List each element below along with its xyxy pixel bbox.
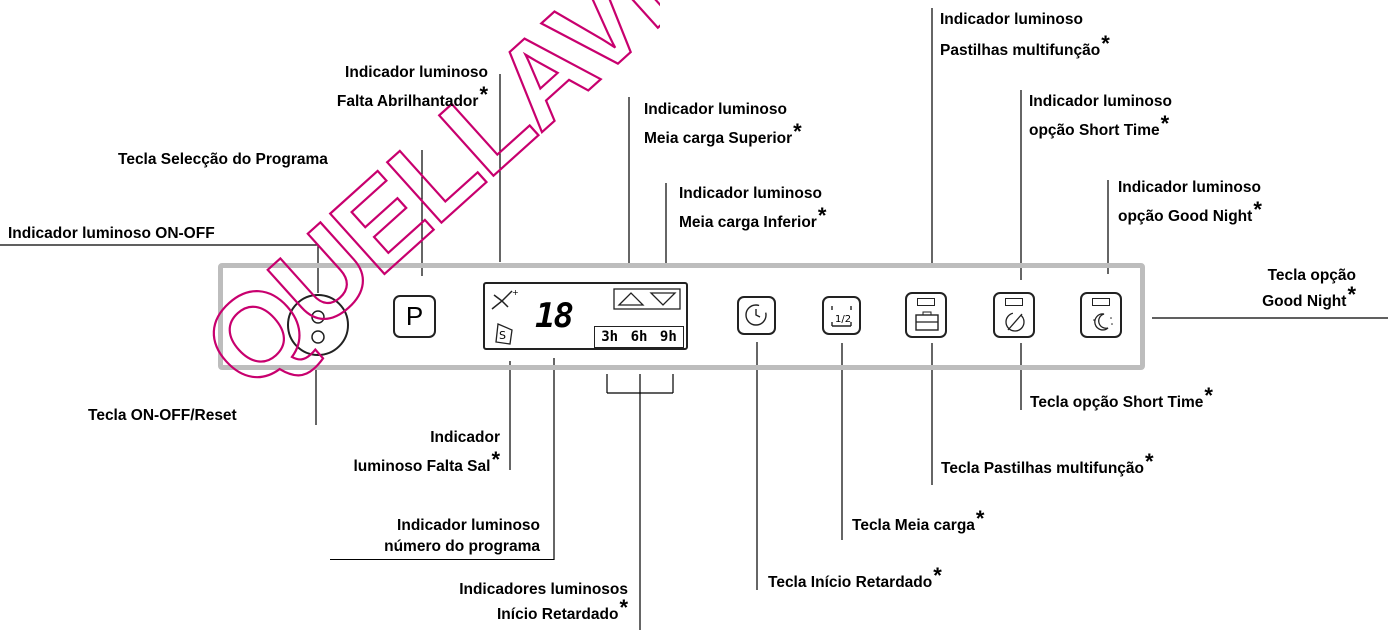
- half-load-arrows: [613, 288, 681, 310]
- delay-start-key[interactable]: [737, 296, 776, 335]
- lower-arrow-icon: [649, 292, 677, 306]
- delay-hours: 3h 6h 9h: [594, 326, 684, 348]
- svg-text:+: +: [512, 288, 519, 297]
- label-short-time-led: Indicador luminoso opção Short Time*: [1029, 93, 1172, 139]
- delay-clock-icon: [745, 304, 767, 326]
- tabs-led: [917, 298, 935, 306]
- power-led: [311, 310, 325, 324]
- label-program-number-led: Indicador luminoso número do programa: [330, 516, 554, 560]
- delay-6h: 6h: [630, 329, 648, 345]
- good-night-icon: [1093, 313, 1113, 331]
- good-night-key[interactable]: [1080, 292, 1122, 338]
- label-salt-led: Indicador luminoso Falta Sal*: [353, 429, 500, 475]
- upper-arrow-icon: [617, 292, 645, 306]
- svg-text:1/2: 1/2: [835, 314, 851, 325]
- half-load-key[interactable]: 1/2: [822, 296, 861, 335]
- on-off-key[interactable]: [283, 290, 353, 360]
- svg-text:S: S: [499, 329, 506, 342]
- short-time-led: [1005, 298, 1023, 306]
- short-time-icon: [1005, 312, 1025, 332]
- tabs-icon: [915, 311, 939, 331]
- salt-icon: S: [495, 323, 513, 345]
- label-tabs-key: Tecla Pastilhas multifunção*: [941, 449, 1154, 478]
- program-key-letter: P: [405, 301, 424, 331]
- label-rinse-aid-led: Indicador luminoso Falta Abrilhantador*: [336, 64, 488, 110]
- label-delay-leds: Indicadores luminosos Início Retardado*: [459, 581, 628, 623]
- program-select-key[interactable]: P: [393, 295, 436, 338]
- delay-9h: 9h: [659, 329, 677, 345]
- label-on-off-key: Tecla ON-OFF/Reset: [88, 407, 237, 424]
- label-short-time-key: Tecla opção Short Time*: [1030, 383, 1213, 412]
- label-upper-half-led: Indicador luminoso Meia carga Superior*: [644, 101, 802, 147]
- program-display: + S 18 3h 6h 9h: [483, 282, 688, 350]
- label-good-night-led: Indicador luminoso opção Good Night*: [1118, 179, 1262, 225]
- good-night-led: [1092, 298, 1110, 306]
- label-good-night-key: Tecla opção Good Night*: [1262, 267, 1356, 310]
- rinse-aid-icon: +: [491, 288, 519, 310]
- label-delay-key: Tecla Início Retardado*: [768, 563, 942, 592]
- appliance-panel-frame: [218, 263, 1145, 370]
- program-number-digits: 18: [535, 296, 574, 336]
- delay-3h: 3h: [601, 329, 619, 345]
- label-program-key: Tecla Selecção do Programa: [118, 151, 328, 168]
- label-lower-half-led: Indicador luminoso Meia carga Inferior*: [679, 185, 827, 231]
- label-tabs-led: Indicador luminoso Pastilhas multifunção…: [940, 11, 1110, 59]
- short-time-key[interactable]: [993, 292, 1035, 338]
- label-on-off-led: Indicador luminoso ON-OFF: [8, 225, 215, 242]
- label-half-load-key: Tecla Meia carga*: [852, 506, 985, 535]
- half-load-icon: 1/2: [831, 306, 852, 327]
- multi-tabs-key[interactable]: [905, 292, 947, 338]
